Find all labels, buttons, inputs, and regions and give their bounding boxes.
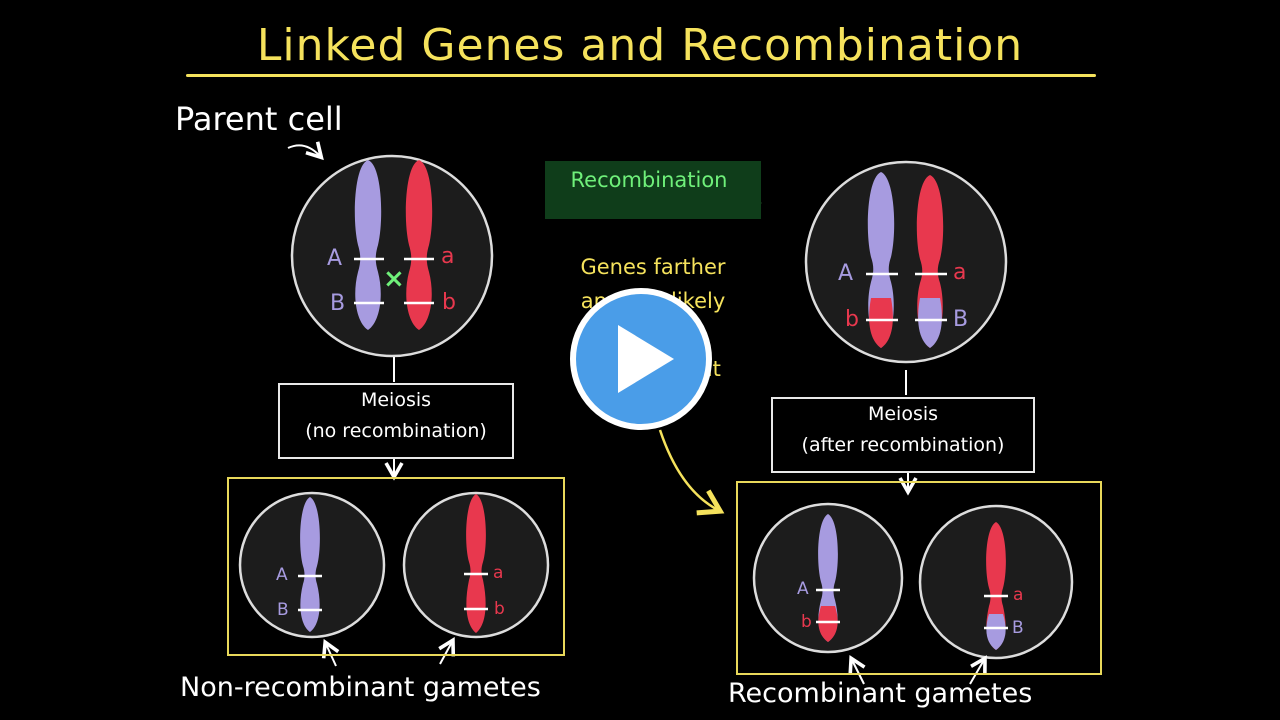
label-b: b <box>442 290 456 315</box>
right-label-a: a <box>953 260 967 285</box>
g4-label-a: a <box>1013 585 1024 605</box>
gamete-a-b <box>402 491 550 639</box>
g3-label-A: A <box>797 579 809 599</box>
recombination-label: Recombination <box>570 168 728 192</box>
recombination-tag <box>545 161 761 219</box>
chromosome-purple <box>354 160 382 330</box>
arrow-gamete4 <box>969 655 987 685</box>
arrow-gamete3 <box>848 654 866 685</box>
gametes-box-right <box>736 481 1102 675</box>
meiosis-label: Meiosis <box>867 403 939 425</box>
label-A: A <box>327 246 343 271</box>
label-a: a <box>441 244 455 269</box>
parent-arrow <box>287 141 324 161</box>
note-line: Genes farther <box>580 255 726 279</box>
meiosis-box-left: Meiosis (no recombination) <box>278 383 514 459</box>
parent-cell <box>290 154 494 358</box>
page-title: Linked Genes and Recombination <box>256 20 1024 71</box>
right-label-B: B <box>953 307 969 332</box>
caption-right: Recombinant gametes <box>728 678 1033 709</box>
gamete-A-B <box>238 491 386 639</box>
g1-label-A: A <box>276 565 288 585</box>
gametes-box-left <box>227 477 565 656</box>
label-B: B <box>330 291 346 316</box>
play-icon <box>618 325 674 393</box>
gamete-a-B <box>918 504 1074 660</box>
g1-label-B: B <box>277 600 289 620</box>
meiosis-label: Meiosis <box>360 389 432 411</box>
chromosome-red <box>405 160 433 330</box>
g2-label-a: a <box>493 563 504 583</box>
gamete-A-b <box>752 502 904 654</box>
arrow-gamete2 <box>438 637 456 665</box>
caption-left: Non-recombinant gametes <box>180 672 541 703</box>
note-arrow <box>658 429 725 516</box>
meiosis-sublabel: (no recombination) <box>305 420 487 442</box>
g2-label-b: b <box>494 599 505 619</box>
parent-cell-label: Parent cell <box>175 100 343 138</box>
title-underline <box>186 74 1096 77</box>
meiosis-sublabel: (after recombination) <box>801 434 1005 456</box>
g3-label-b: b <box>801 612 812 632</box>
g4-label-B: B <box>1012 618 1024 638</box>
crossover-mark: × <box>383 264 405 294</box>
right-label-A: A <box>838 261 854 286</box>
recombined-cell <box>804 160 1008 364</box>
right-label-b: b <box>845 307 859 332</box>
meiosis-box-right: Meiosis (after recombination) <box>771 397 1035 473</box>
